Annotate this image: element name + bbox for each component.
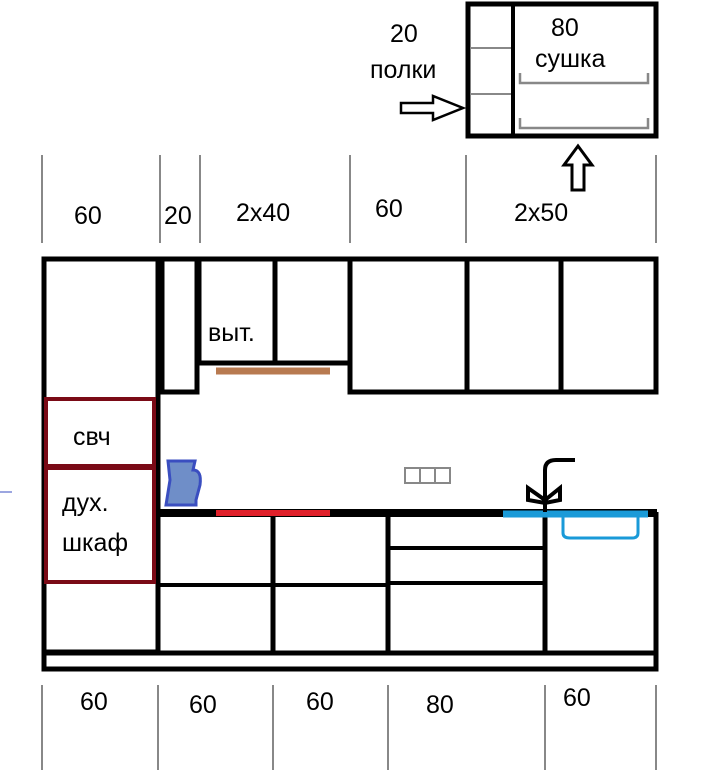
kettle-icon bbox=[164, 459, 202, 507]
dryer-width: 80 bbox=[551, 14, 579, 42]
lower-dim: 80 bbox=[426, 691, 454, 719]
lower-dimension-ticks bbox=[41, 685, 657, 770]
upper-dimension-ticks bbox=[41, 155, 657, 243]
sink-basin bbox=[561, 517, 640, 540]
wall-unit-detail: 20 полки 80 сушка bbox=[370, 1, 659, 192]
dryer-rack bbox=[518, 73, 650, 85]
narrow-upper bbox=[159, 256, 200, 395]
oven-label: шкаф bbox=[62, 529, 128, 557]
upper-dim: 60 bbox=[375, 195, 403, 223]
upper-dim: 2x50 bbox=[514, 199, 568, 227]
cabinets bbox=[41, 256, 659, 672]
upper-dim: 60 bbox=[74, 202, 102, 230]
lower-dim: 60 bbox=[306, 688, 334, 716]
dryer-rack bbox=[518, 118, 650, 130]
arrow-right-icon bbox=[399, 94, 467, 122]
lower-dim: 60 bbox=[563, 684, 591, 712]
plinth bbox=[41, 650, 659, 672]
upper-dim: 2x40 bbox=[236, 199, 290, 227]
lower-dim: 60 bbox=[189, 691, 217, 719]
faucet-icon bbox=[543, 458, 575, 512]
oven-label: дух. bbox=[62, 489, 109, 517]
shelves-width: 20 bbox=[390, 20, 418, 48]
socket-icon bbox=[404, 467, 451, 484]
shelves-label: полки bbox=[370, 56, 436, 84]
lower-dim: 60 bbox=[80, 688, 108, 716]
upper-dim: 20 bbox=[164, 202, 192, 230]
hood-label: выт. bbox=[208, 319, 255, 347]
tall-unit bbox=[41, 256, 161, 655]
dryer-label: сушка bbox=[535, 45, 606, 73]
microwave-label: свч bbox=[73, 423, 111, 451]
upper-right bbox=[347, 256, 659, 395]
arrow-up-icon bbox=[561, 143, 595, 192]
oven bbox=[44, 466, 156, 584]
